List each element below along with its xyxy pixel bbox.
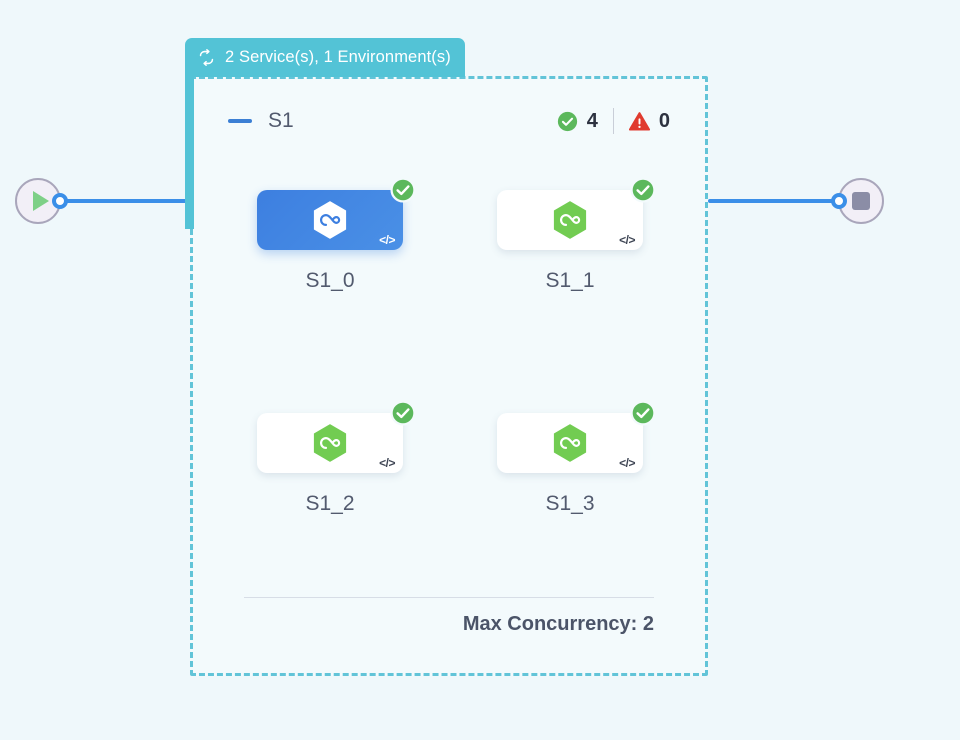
node-label: S1_2 [305,492,355,515]
node-s1-2[interactable]: </> S1_2 [257,400,416,516]
success-count: 4 [586,109,598,132]
service-group-container[interactable] [190,76,708,676]
hexagon-loop-icon [553,424,587,462]
code-glyph: </> [619,233,635,247]
warning-triangle-icon [628,111,650,131]
node-s1-1[interactable]: </> S1_1 [497,177,656,293]
play-icon [32,191,49,211]
code-glyph: </> [379,233,395,247]
warning-stat: 0 [628,109,670,133]
node-card[interactable]: </> [497,400,656,473]
check-circle-icon [630,400,656,426]
stats-divider [612,108,614,134]
hexagon-loop-icon [313,201,347,239]
hexagon-loop-icon [313,424,347,462]
node-label: S1_1 [545,269,595,292]
success-stat: 4 [557,110,598,133]
service-row: S1 4 0 [228,105,670,137]
edge-start-to-group[interactable] [60,199,190,203]
warning-count: 0 [658,109,670,132]
stop-icon [852,192,870,210]
node-card[interactable]: </> [257,177,416,250]
group-accent-bar [185,76,194,229]
group-header[interactable]: 2 Service(s), 1 Environment(s) [185,38,465,77]
group-footer-divider [244,597,654,598]
node-card[interactable]: </> [257,400,416,473]
edge-group-to-end[interactable] [708,199,840,203]
start-node-output-port[interactable] [52,193,68,209]
node-card[interactable]: </> [497,177,656,250]
group-header-label: 2 Service(s), 1 Environment(s) [225,48,451,66]
service-name-label: S1 [268,109,294,132]
node-s1-3[interactable]: </> S1_3 [497,400,656,516]
check-circle-icon [630,177,656,203]
node-label: S1_3 [545,492,595,515]
code-glyph: </> [619,456,635,470]
loop-icon [199,48,214,67]
node-label: S1_0 [305,269,355,292]
max-concurrency-label: Max Concurrency: 2 [462,613,654,635]
check-circle-icon [390,177,416,203]
service-stats: 4 0 [557,108,670,134]
service-row-left: S1 [228,109,294,133]
check-circle-icon [390,400,416,426]
node-s1-0[interactable]: </> S1_0 [257,177,416,293]
minus-icon[interactable] [228,119,252,123]
end-node-input-port[interactable] [831,193,847,209]
hexagon-loop-icon [553,201,587,239]
check-circle-icon [557,111,577,131]
code-glyph: </> [379,456,395,470]
